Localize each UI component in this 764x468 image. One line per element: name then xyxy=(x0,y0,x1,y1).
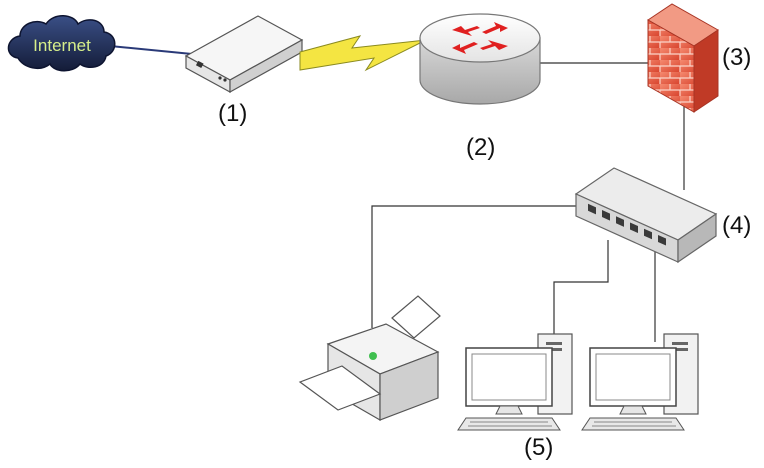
label-modem: (1) xyxy=(218,100,248,127)
label-endpoints: (5) xyxy=(524,434,554,461)
label-firewall: (3) xyxy=(722,44,752,71)
modem-device xyxy=(184,15,304,94)
switch-ports xyxy=(588,203,666,246)
connection-lines xyxy=(109,45,685,342)
label-switch: (4) xyxy=(722,212,752,239)
internet-cloud: Internet xyxy=(7,15,116,72)
router-device xyxy=(419,13,541,105)
internet-label: Internet xyxy=(33,36,91,55)
wan-link-lightning-icon xyxy=(299,35,427,72)
label-router: (2) xyxy=(466,134,496,161)
computer-1 xyxy=(457,333,573,431)
firewall-device xyxy=(647,3,719,113)
switch-device xyxy=(574,167,718,264)
router-arrows-icon xyxy=(452,22,508,54)
computer-2 xyxy=(581,333,699,431)
printer-device xyxy=(298,295,441,422)
